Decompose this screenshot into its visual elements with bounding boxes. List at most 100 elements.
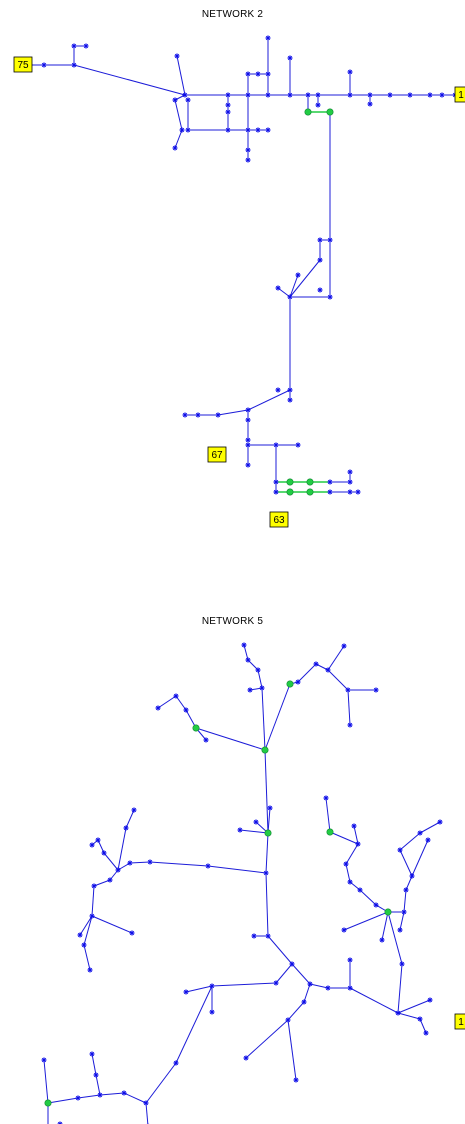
network-2-branches <box>26 38 455 493</box>
network-5-node-marker <box>241 642 247 648</box>
network-2-node-marker <box>273 489 279 495</box>
network-5-node-marker <box>341 643 347 649</box>
network-5-node-marker <box>263 870 269 876</box>
network-5-node-marker <box>395 1010 401 1016</box>
network-5-branch <box>345 843 359 865</box>
network-5-branch <box>157 695 177 709</box>
network-5-branch <box>91 915 133 934</box>
network-2-node-marker <box>327 237 333 243</box>
network-5-node-marker <box>143 1100 149 1106</box>
network-5-branch <box>387 911 403 965</box>
network-2-node-marker <box>327 294 333 300</box>
network-5-branch <box>287 1019 297 1081</box>
network-5-highlighted-node <box>326 828 334 836</box>
network-5-branch <box>343 911 389 931</box>
network-5-branch <box>397 963 403 1014</box>
network-5-node-marker <box>89 913 95 919</box>
network-5-node-marker <box>129 930 135 936</box>
network-5-node-marker <box>183 707 189 713</box>
network-2-node-marker <box>265 71 271 77</box>
network-5-node-marker <box>243 1055 249 1061</box>
network-5-node-marker <box>93 1072 99 1078</box>
network-5-branch <box>117 862 131 871</box>
network-2-highlighted-node <box>304 108 312 116</box>
network-5-node-marker <box>301 999 307 1005</box>
network-5-branch <box>381 911 389 941</box>
network-5-branch <box>399 832 421 851</box>
network-2-node-marker <box>439 92 445 98</box>
network-5-node-marker <box>417 830 423 836</box>
network-5-branch <box>359 889 377 906</box>
network-5-branch <box>77 1094 101 1099</box>
network-2-node-marker <box>315 92 321 98</box>
network-2-node-marker <box>172 145 178 151</box>
network-5-node-marker <box>325 667 331 673</box>
network-2-node-marker <box>347 92 353 98</box>
network-2-branch <box>176 55 186 96</box>
network-5-node-marker <box>345 687 351 693</box>
network-5-node-marker <box>237 827 243 833</box>
network-5-branch <box>265 832 269 874</box>
network-5-node-marker <box>347 985 353 991</box>
network-5-node-marker <box>401 909 407 915</box>
network-5-node-marker <box>423 1030 429 1036</box>
network-2-node-marker <box>287 397 293 403</box>
network-5-branch <box>117 827 127 871</box>
network-2-bus-label-text: 75 <box>17 60 29 71</box>
network-5-node-marker <box>57 1121 63 1124</box>
network-5-branch <box>123 1092 147 1104</box>
network-2-bus-label-text: 63 <box>273 515 285 526</box>
network-5-node-marker <box>397 927 403 933</box>
network-2-node-marker <box>195 412 201 418</box>
network-2-node-marker <box>305 92 311 98</box>
network-5-node-marker <box>259 685 265 691</box>
network-2-bus-label: 67 <box>207 446 227 463</box>
network-5-node-marker <box>307 981 313 987</box>
network-2-node-marker <box>347 469 353 475</box>
network-2-node-marker <box>295 272 301 278</box>
network-5-branch <box>264 749 269 834</box>
network-5-node-marker <box>183 989 189 995</box>
network-5-branch <box>103 852 119 871</box>
network-2-nodes <box>23 35 458 496</box>
network-5-node-marker <box>347 722 353 728</box>
network-2-node-marker <box>225 102 231 108</box>
network-5-node-marker <box>123 825 129 831</box>
network-2-node-marker <box>215 412 221 418</box>
network-5-branch <box>43 1059 49 1104</box>
network-5-node-marker <box>265 933 271 939</box>
network-5-node-marker <box>255 667 261 673</box>
network-2-node-marker <box>315 102 321 108</box>
network-5-highlighted-node <box>286 680 294 688</box>
network-5-bus-label-text: 1 <box>458 1017 464 1028</box>
network-5-node-marker <box>81 942 87 948</box>
network-2-node-marker <box>287 294 293 300</box>
network-5-branch <box>303 983 311 1003</box>
network-5-node-marker <box>203 737 209 743</box>
network-5-node-marker <box>289 961 295 967</box>
network-5-node-marker <box>95 837 101 843</box>
network-2-node-marker <box>317 237 323 243</box>
network-2-node-marker <box>273 442 279 448</box>
network-5-node-marker <box>409 873 415 879</box>
network-5-node-marker <box>347 879 353 885</box>
network-2-node-marker <box>182 92 188 98</box>
network-2-node-marker <box>245 437 251 443</box>
network-5-branch <box>245 1019 289 1059</box>
network-2-node-marker <box>287 55 293 61</box>
network-2-node-marker <box>317 287 323 293</box>
network-5-branch <box>125 809 135 829</box>
network-2-highlighted-node <box>326 108 334 116</box>
network-5-node-marker <box>437 819 443 825</box>
network-2-node-marker <box>182 412 188 418</box>
network-2-bus-label: 1 <box>454 86 465 103</box>
network-5-branch <box>403 889 407 913</box>
network-2-node-marker <box>41 62 47 68</box>
network-5-node-marker <box>89 842 95 848</box>
network-5-branch <box>267 807 271 834</box>
network-5-highlighted-node <box>44 1099 52 1107</box>
network-5-node-marker <box>323 795 329 801</box>
network-5-branch <box>405 875 413 891</box>
network-5-branch <box>325 797 331 833</box>
